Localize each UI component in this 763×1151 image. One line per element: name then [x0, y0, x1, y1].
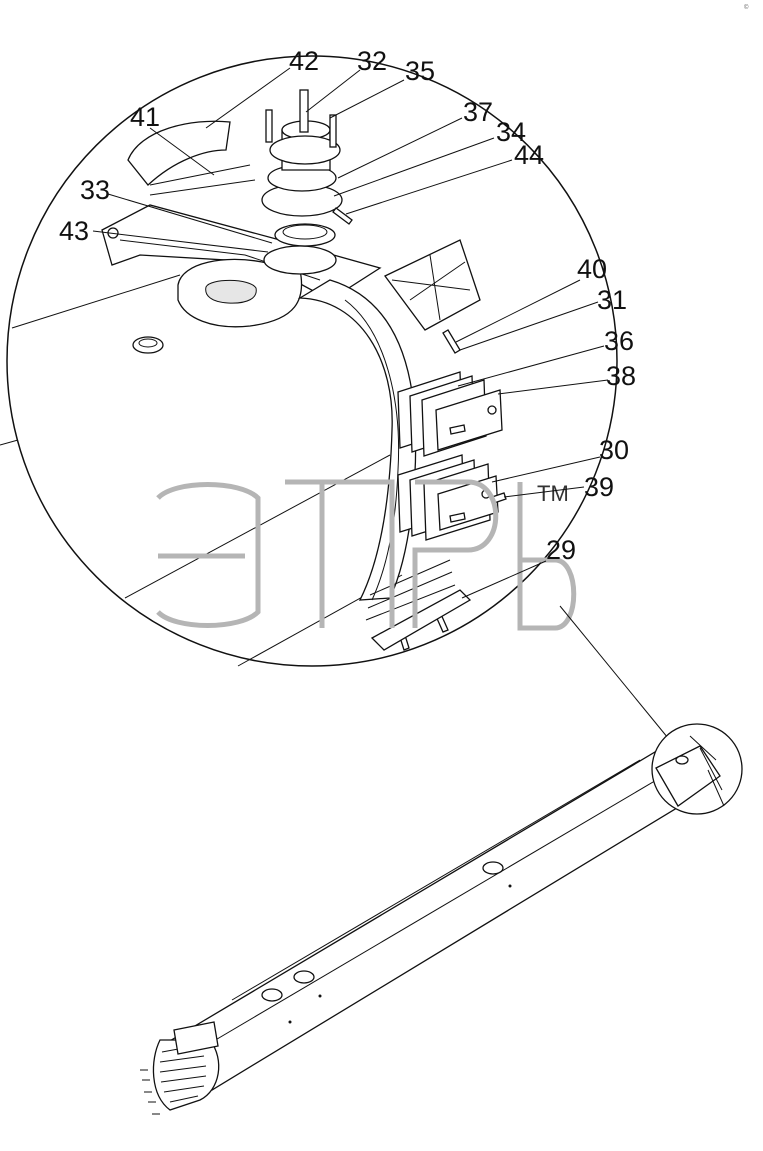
boom-top-edge: [11, 274, 181, 329]
callout-42: 42: [289, 46, 319, 76]
corner-mark: ©: [744, 4, 749, 11]
callout-34: 34: [496, 117, 526, 147]
plug-cap-inner: [138, 338, 158, 348]
boom-marker-dot: [318, 994, 322, 998]
overview-head: [655, 745, 721, 807]
end-cap: [127, 120, 231, 186]
callout-30: 30: [599, 435, 629, 465]
housing-inner-curve: [344, 299, 400, 601]
boom-body: [166, 751, 691, 1091]
boom-marker-dot: [508, 884, 512, 888]
callout-labels: 42 32 35 41 37 34 44 33 43 40 31 36 38 3…: [59, 46, 636, 565]
callout-29: 29: [546, 535, 576, 565]
callout-38: 38: [606, 361, 636, 391]
detail-view: [0, 55, 618, 667]
bottom-pad-ribs: [365, 559, 456, 621]
boom-overview: [140, 723, 743, 1115]
slide-pad-stack-upper: [397, 371, 503, 457]
callout-32: 32: [357, 46, 387, 76]
callout-43: 43: [59, 216, 89, 246]
end-cap-shim: [149, 164, 256, 196]
boom-top-line: [231, 759, 641, 1001]
detail-connector-line: [559, 605, 669, 739]
overview-head-detail: [689, 735, 725, 807]
boom-foot-bolts: [140, 1069, 160, 1115]
trademark-mark: TM: [537, 481, 569, 506]
callout-40: 40: [577, 254, 607, 284]
sheave-axle-assembly: [261, 89, 353, 275]
callout-35: 35: [405, 56, 435, 86]
callout-37: 37: [463, 97, 493, 127]
boom-foot-bracket: [173, 1021, 219, 1055]
boom-roller-2: [293, 970, 315, 984]
boom-seam: [189, 771, 671, 1056]
boom-side-edge: [0, 439, 19, 446]
callout-33: 33: [80, 175, 110, 205]
bottom-wear-pad: [370, 589, 472, 651]
boom-roller-1: [482, 861, 504, 875]
callout-leaders: [92, 67, 609, 599]
housing-curved-wall: [297, 279, 417, 601]
callout-31: 31: [597, 285, 627, 315]
overview-lug: [675, 755, 689, 765]
watermark: TM: [156, 479, 577, 631]
boom-foot: [152, 1039, 220, 1111]
cover-ribs: [391, 254, 471, 321]
callout-36: 36: [604, 326, 634, 356]
lug-hole: [205, 279, 257, 304]
callout-41: 41: [130, 102, 160, 132]
callout-39: 39: [584, 472, 614, 502]
boom-roller-3: [261, 988, 283, 1002]
boom-marker-dot: [288, 1020, 292, 1024]
callout-44: 44: [514, 140, 544, 170]
